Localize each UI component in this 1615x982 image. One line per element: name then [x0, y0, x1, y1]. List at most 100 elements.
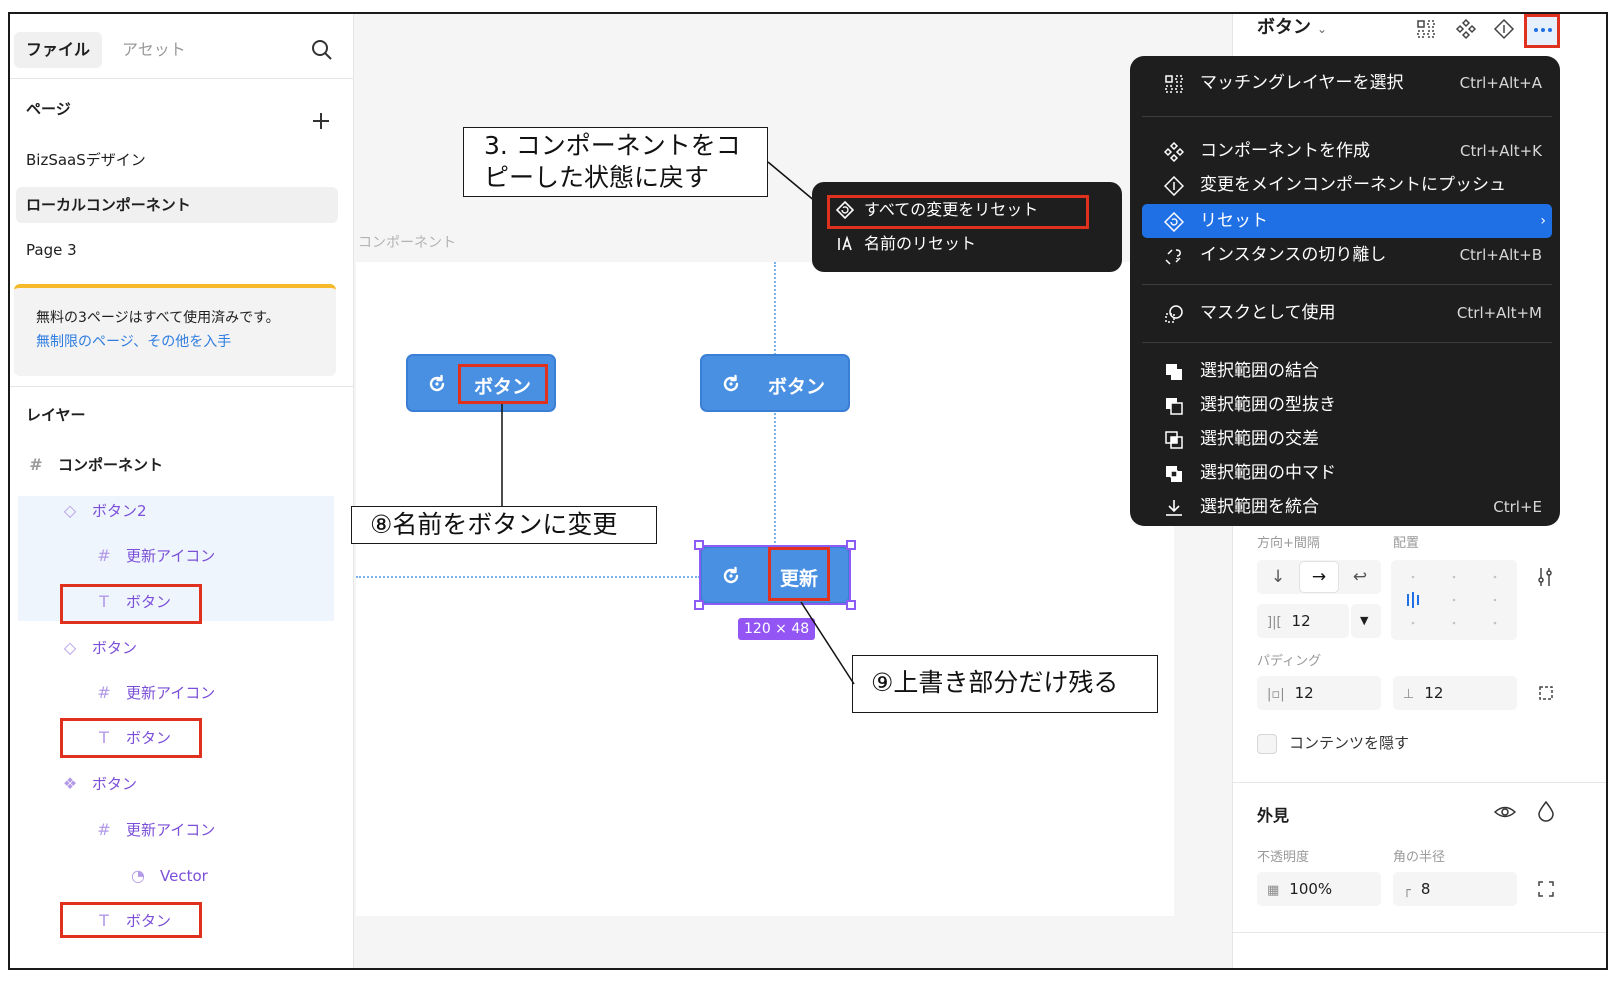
menu-item-reset-all[interactable]: すべての変更をリセット [828, 194, 1106, 226]
layer-row[interactable]: #更新アイコン [94, 535, 215, 577]
text-icon: T [99, 592, 109, 611]
menu-item-select-matching[interactable]: マッチングレイヤーを選択 Ctrl+Alt+A [1142, 66, 1552, 100]
resize-handle[interactable] [846, 540, 856, 550]
page-item-page3[interactable]: Page 3 [26, 241, 77, 259]
individual-padding-icon[interactable] [1537, 684, 1555, 702]
tab-file[interactable]: ファイル [14, 32, 103, 68]
button-instance[interactable]: ボタン [700, 354, 850, 412]
annotation-highlight [827, 195, 1089, 229]
resize-handle[interactable] [694, 600, 704, 610]
padding-label: パディング [1257, 654, 1322, 669]
layer-row[interactable]: ◇ボタン2 [60, 490, 147, 532]
component-icon [1164, 142, 1184, 162]
more-options-button[interactable] [1527, 14, 1559, 46]
union-icon [1166, 364, 1182, 380]
individual-corners-icon[interactable] [1537, 880, 1555, 898]
radius-value: 8 [1420, 880, 1431, 898]
push-icon[interactable] [1493, 18, 1515, 40]
menu-item-flatten[interactable]: 選択範囲を統合 Ctrl+E [1142, 490, 1552, 524]
select-matching-icon[interactable] [1415, 18, 1437, 40]
annotation-highlight [60, 584, 202, 624]
layer-row[interactable]: ◔Vector [128, 855, 208, 897]
menu-item-intersect[interactable]: 選択範囲の交差 [1142, 422, 1552, 456]
menu-item-union[interactable]: 選択範囲の結合 [1142, 354, 1552, 388]
menu-item-shortcut: Ctrl+Alt+A [1459, 74, 1542, 92]
alignment-dots [1407, 575, 1497, 625]
padding-horizontal-field[interactable]: |▫|12 [1257, 676, 1381, 710]
add-page-icon[interactable] [310, 110, 332, 132]
direction-horizontal-icon[interactable]: → [1300, 562, 1338, 592]
selected-layer-highlight [18, 496, 334, 621]
variant-icon: ◇ [63, 638, 77, 657]
tab-assets[interactable]: アセット [122, 40, 186, 59]
gap-dropdown[interactable]: ▼ [1351, 604, 1381, 638]
menu-item-create-component[interactable]: コンポーネントを作成 Ctrl+Alt+K [1142, 134, 1552, 168]
layer-row[interactable]: T ボタン [94, 581, 171, 623]
layer-label: ボタン [126, 593, 172, 611]
layout-settings-icon[interactable] [1535, 566, 1555, 588]
layers-title: レイヤー [26, 406, 86, 424]
annotation-highlight [768, 547, 830, 601]
layer-label: ボタン [126, 729, 172, 747]
menu-separator [1142, 342, 1552, 343]
menu-item-shortcut: Ctrl+E [1493, 498, 1542, 516]
menu-item-use-as-mask[interactable]: マスクとして使用 Ctrl+Alt+M [1142, 296, 1552, 330]
menu-item-reset[interactable]: リセット › [1142, 204, 1552, 238]
direction-vertical-icon[interactable]: ↓ [1270, 567, 1286, 587]
drop-icon[interactable] [1537, 800, 1555, 822]
divider [10, 78, 353, 79]
layer-row[interactable]: ❖ボタン [60, 763, 137, 805]
menu-item-label: インスタンスの切り離し [1200, 245, 1387, 265]
subtract-icon [1166, 398, 1183, 415]
opacity-field[interactable]: ▦100% [1257, 872, 1381, 906]
menu-item-exclude[interactable]: 選択範囲の中マド [1142, 456, 1552, 490]
button-instance-selected[interactable]: 更新 [700, 546, 850, 604]
menu-item-push-changes[interactable]: 変更をメインコンポーネントにプッシュ [1142, 168, 1552, 202]
divider [1233, 932, 1606, 933]
page-item-local-components[interactable]: ローカルコンポーネント [16, 187, 338, 223]
opacity-value: 100% [1289, 880, 1333, 898]
menu-item-shortcut: Ctrl+Alt+K [1460, 142, 1542, 160]
callout-step8: ⑧名前をボタンに変更 [351, 506, 657, 544]
layer-label: コンポーネント [58, 456, 164, 474]
padding-horizontal-icon: |▫| [1267, 687, 1285, 702]
resize-handle[interactable] [846, 600, 856, 610]
upsell-link[interactable]: 無制限のページ、その他を入手 [36, 334, 232, 350]
push-icon [1164, 176, 1184, 196]
layer-row[interactable]: #更新アイコン [94, 672, 215, 714]
layer-row[interactable]: ◇ボタン [60, 627, 137, 669]
layer-row[interactable]: #コンポーネント [26, 444, 163, 486]
radius-field[interactable]: ┌8 [1393, 872, 1517, 906]
gap-field[interactable]: ]|[12 [1257, 604, 1349, 638]
flatten-icon [1166, 500, 1182, 516]
layer-label: ボタン2 [92, 502, 147, 520]
frame-icon: # [97, 820, 111, 839]
menu-item-label: マスクとして使用 [1200, 303, 1336, 323]
intersect-icon [1165, 431, 1183, 449]
menu-item-subtract[interactable]: 選択範囲の型抜き [1142, 388, 1552, 422]
upsell-banner: 無料の3ページはすべて使用済みです。 無制限のページ、その他を入手 [14, 284, 336, 376]
resize-handle[interactable] [694, 540, 704, 550]
left-sidebar: ファイル アセット ページ BizSaaSデザイン ローカルコンポーネント Pa… [10, 14, 354, 968]
page-item-bizsaas[interactable]: BizSaaSデザイン [26, 151, 146, 169]
direction-wrap-icon[interactable]: ↩ [1352, 567, 1368, 587]
menu-item-detach-instance[interactable]: インスタンスの切り離し Ctrl+Alt+B [1142, 238, 1552, 272]
menu-item-reset-name[interactable]: 名前のリセット [828, 228, 1106, 260]
search-icon[interactable] [310, 38, 334, 62]
canvas-frame-label[interactable]: コンポーネント [358, 235, 456, 251]
layer-row[interactable]: #更新アイコン [94, 809, 215, 851]
exclude-icon [1166, 466, 1182, 482]
selection-title[interactable]: ボタン⌄ [1257, 14, 1327, 43]
gap-icon: ]|[ [1267, 615, 1282, 630]
alignment-grid[interactable] [1391, 560, 1517, 640]
clip-content-checkbox[interactable] [1257, 734, 1277, 754]
component-icon[interactable] [1455, 18, 1477, 40]
padding-vertical-field[interactable]: ⊥12 [1393, 676, 1517, 710]
eye-icon[interactable] [1493, 802, 1517, 822]
menu-item-label: 選択範囲の交差 [1200, 429, 1319, 449]
button-label: ボタン [474, 376, 532, 398]
menu-item-label: 変更をメインコンポーネントにプッシュ [1200, 175, 1506, 195]
opacity-label: 不透明度 [1257, 850, 1310, 865]
